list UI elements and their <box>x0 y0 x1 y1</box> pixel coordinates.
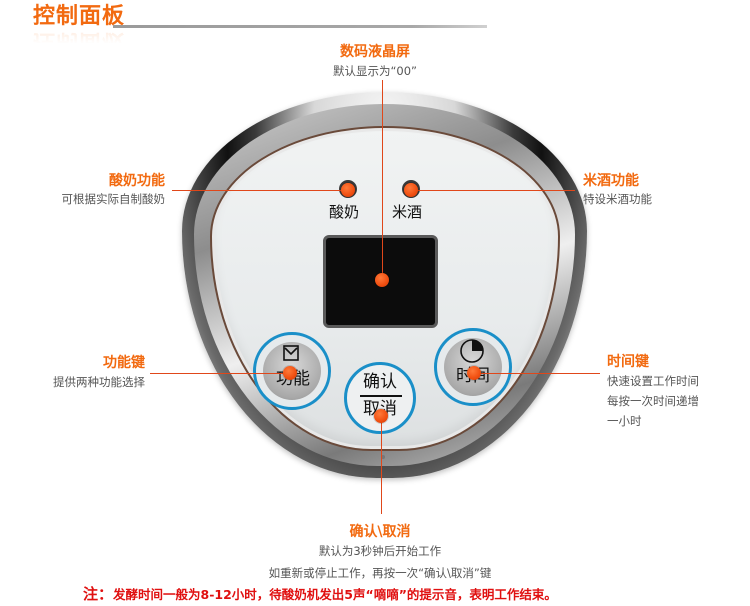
confirm-callout-heading: 确认\取消 <box>349 524 411 540</box>
yogurt-callout-desc: 可根据实际自制酸奶 <box>61 192 166 206</box>
fermentation-note: 注：发酵时间一般为8-12小时，待酸奶机发出5声“嘀嘀”的提示音，表明工作结束。 <box>83 585 557 604</box>
clock-icon <box>460 339 484 363</box>
time-key-callout-heading: 时间键 <box>607 354 649 370</box>
section-title: 控制面板 <box>33 4 126 29</box>
time-key-callout-desc-line-3: 一小时 <box>607 414 642 428</box>
title-divider <box>113 25 487 28</box>
time-leader-line <box>474 373 600 374</box>
note-prefix: 注： <box>83 585 114 603</box>
yogurt-callout-dot <box>341 183 355 197</box>
function-key-callout-desc: 提供两种功能选择 <box>53 375 145 389</box>
rice-wine-callout-dot <box>404 183 418 197</box>
confirm-cancel-divider <box>360 395 402 397</box>
confirm-callout-desc-line-2: 如重新或停止工作，再按一次“确认\取消”键 <box>268 566 492 580</box>
yogurt-callout-heading: 酸奶功能 <box>109 173 165 189</box>
rice-wine-led-label: 米酒 <box>392 203 423 221</box>
lcd-callout-desc: 默认显示为“00” <box>332 64 418 78</box>
rice-wine-callout-heading: 米酒功能 <box>583 173 639 189</box>
confirm-label: 确认 <box>363 372 397 392</box>
function-leader-line <box>150 373 290 374</box>
function-key-callout-heading: 功能键 <box>103 355 145 371</box>
time-callout-dot <box>467 366 481 380</box>
lcd-callout-dot <box>375 273 389 287</box>
confirm-callout-dot <box>374 409 388 423</box>
device-screw-dot <box>381 455 385 459</box>
yogurt-led-label: 酸奶 <box>329 203 360 221</box>
time-key-callout-desc-line-1: 快速设置工作时间 <box>607 374 699 388</box>
lcd-leader-line <box>382 80 383 285</box>
note-text: 发酵时间一般为8-12小时，待酸奶机发出5声“嘀嘀”的提示音，表明工作结束。 <box>113 587 557 602</box>
time-key-callout-desc-line-2: 每按一次时间递增 <box>607 394 699 408</box>
rice-wine-leader-line <box>412 190 575 191</box>
function-callout-dot <box>283 366 297 380</box>
confirm-callout-desc-line-1: 默认为3秒钟后开始工作 <box>318 544 442 558</box>
checkbox-icon <box>283 345 299 361</box>
lcd-callout-heading: 数码液晶屏 <box>340 44 410 60</box>
section-title-reflection: 控制面板 <box>33 29 126 54</box>
rice-wine-callout-desc: 特设米酒功能 <box>583 192 652 206</box>
yogurt-leader-line <box>172 190 347 191</box>
confirm-leader-line <box>381 416 382 514</box>
